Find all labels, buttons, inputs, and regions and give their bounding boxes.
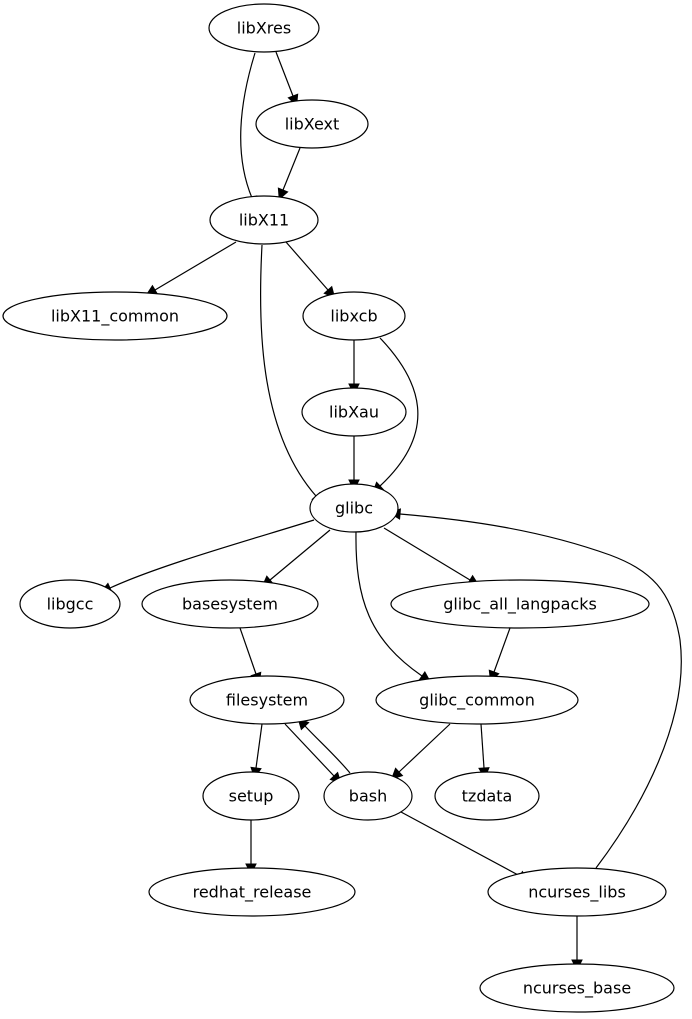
node-ellipse [301, 387, 407, 437]
edge-libxau-to-glibc [348, 436, 360, 492]
node-label: libX11 [239, 211, 289, 230]
edge-line [275, 51, 294, 97]
node-label: libX11_common [51, 307, 179, 327]
node-label: glibc_all_langpacks [443, 595, 597, 615]
edge-filesystem-to-setup [250, 723, 263, 780]
edge-glibc-to-basesystem [261, 529, 331, 588]
nodes-layer: libXres libXext libX11 libX11_common libxcb l… [2, 3, 675, 1013]
node-label: redhat_release [193, 883, 312, 903]
node-libxcb[interactable]: libxcb [302, 291, 406, 341]
edge-line [399, 513, 682, 869]
edge-glibc-all-langpacks-to-glibc-common [488, 627, 511, 683]
edge-line [259, 244, 317, 497]
node-setup[interactable]: setup [202, 771, 300, 821]
node-label: basesystem [182, 595, 278, 614]
edge-glibc-common-to-bash [390, 723, 451, 780]
edge-line [355, 531, 423, 677]
node-ellipse [375, 675, 579, 725]
edge-libx11-to-glibc [259, 244, 324, 505]
edge-line [285, 241, 329, 291]
edge-ncurses-libs-to-ncurses-base [571, 916, 583, 972]
node-basesystem[interactable]: basesystem [141, 579, 319, 629]
node-label: glibc [335, 499, 373, 518]
node-ellipse [390, 579, 650, 629]
edge-libxext-to-libx11 [277, 147, 301, 201]
node-ellipse [19, 579, 121, 629]
node-libxau[interactable]: libXau [301, 387, 407, 437]
node-glibc-all-langpacks[interactable]: glibc_all_langpacks [390, 579, 650, 629]
node-ellipse [323, 771, 413, 821]
node-ellipse [209, 195, 319, 245]
edge-line [239, 627, 257, 675]
node-ellipse [487, 867, 667, 917]
node-ellipse [434, 771, 540, 821]
edge-libxres-to-libxext [275, 51, 299, 107]
node-label: setup [229, 787, 274, 806]
node-ellipse [309, 483, 399, 533]
edge-line [304, 725, 351, 774]
edge-line [269, 529, 331, 581]
edge-line [398, 723, 451, 773]
node-ellipse [202, 771, 300, 821]
node-label: filesystem [226, 691, 308, 710]
node-label: libXext [285, 115, 340, 134]
node-libx11[interactable]: libX11 [209, 195, 319, 245]
node-tzdata[interactable]: tzdata [434, 771, 540, 821]
edge-bash-to-ncurses-libs [400, 811, 530, 882]
node-label: glibc_common [419, 691, 535, 711]
edge-libxcb-to-libxau [348, 340, 360, 396]
node-glibc-common[interactable]: glibc_common [375, 675, 579, 725]
node-glibc[interactable]: glibc [309, 483, 399, 533]
node-redhat-release[interactable]: redhat_release [148, 867, 356, 917]
node-libgcc[interactable]: libgcc [19, 579, 121, 629]
node-libxext[interactable]: libXext [255, 99, 369, 149]
node-libx11-common[interactable]: libX11_common [2, 291, 228, 341]
node-libxres[interactable]: libXres [208, 3, 320, 53]
node-label: libxcb [330, 307, 377, 326]
edge-libxres-to-libx11 [240, 52, 258, 209]
node-ellipse [255, 99, 369, 149]
node-ellipse [302, 291, 406, 341]
arrowhead-icon [277, 187, 289, 201]
node-ellipse [141, 579, 319, 629]
edge-setup-to-redhat-release [245, 820, 257, 876]
node-bash[interactable]: bash [323, 771, 413, 821]
node-label: libXres [237, 19, 291, 38]
edge-libx11-to-libxcb [285, 241, 336, 299]
node-ellipse [479, 963, 675, 1013]
node-label: tzdata [462, 787, 513, 806]
edge-line [493, 627, 511, 673]
node-ellipse [189, 675, 345, 725]
edge-line [282, 147, 301, 191]
edge-libx11-to-libx11-common [145, 241, 237, 296]
node-label: ncurses_libs [528, 883, 626, 903]
node-ncurses-libs[interactable]: ncurses_libs [487, 867, 667, 917]
edge-glibc-common-to-tzdata [478, 723, 490, 780]
node-ellipse [148, 867, 356, 917]
edge-line [379, 337, 419, 487]
edge-glibc-to-glibc-all-langpacks [383, 527, 480, 586]
edge-line [109, 519, 315, 589]
node-label: ncurses_base [523, 979, 631, 999]
edge-line [240, 52, 256, 199]
edge-line [383, 527, 471, 581]
node-ncurses-base[interactable]: ncurses_base [479, 963, 675, 1013]
edge-basesystem-to-filesystem [239, 627, 262, 685]
node-ellipse [2, 291, 228, 341]
edge-line [284, 723, 335, 777]
node-label: libXau [329, 403, 379, 422]
node-label: bash [349, 787, 387, 806]
edge-line [400, 811, 521, 877]
node-label: libgcc [47, 595, 94, 614]
node-filesystem[interactable]: filesystem [189, 675, 345, 725]
edge-line [255, 723, 263, 769]
node-ellipse [208, 3, 320, 53]
edge-line [480, 723, 485, 769]
edge-line [154, 241, 237, 291]
